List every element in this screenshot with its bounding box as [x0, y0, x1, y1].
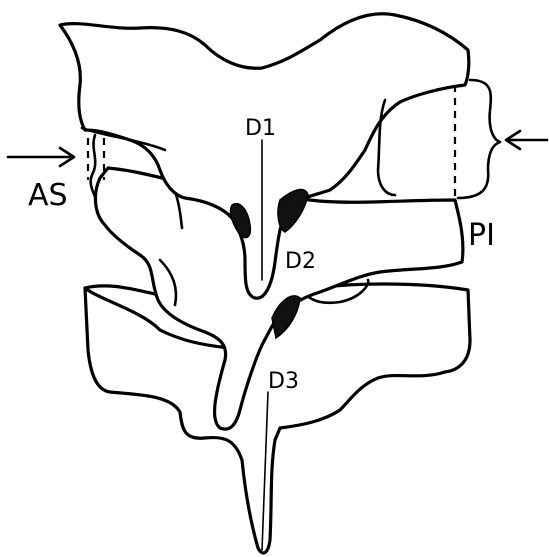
- pi-brace: [458, 80, 500, 198]
- label-pi: PI: [468, 218, 495, 253]
- label-d1: D1: [245, 116, 276, 141]
- label-d3: D3: [268, 369, 299, 394]
- label-as: AS: [28, 178, 68, 213]
- label-d2: D2: [285, 249, 316, 274]
